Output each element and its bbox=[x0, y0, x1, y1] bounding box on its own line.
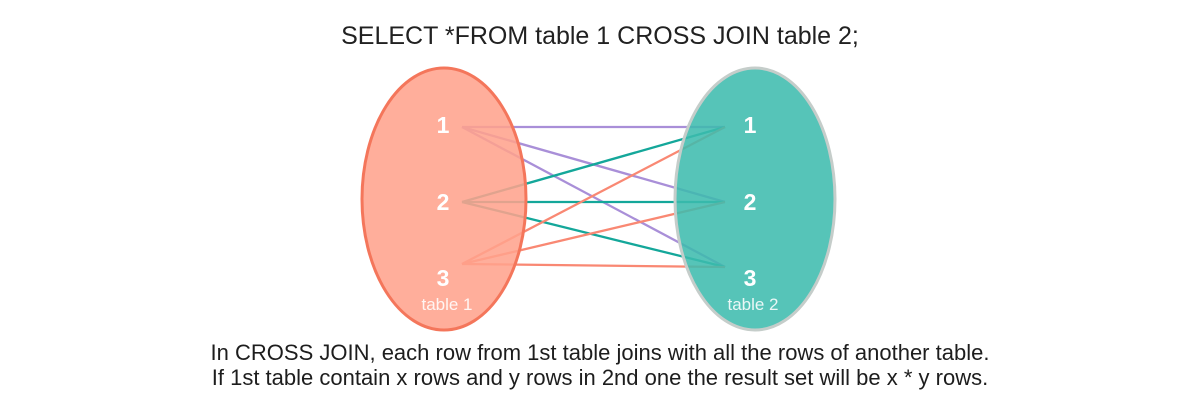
caption: In CROSS JOIN, each row from 1st table j… bbox=[0, 340, 1200, 390]
table2-row-2: 2 bbox=[744, 189, 757, 215]
table1-row-3: 3 bbox=[437, 265, 450, 291]
caption-line-1: In CROSS JOIN, each row from 1st table j… bbox=[210, 340, 990, 365]
join-diagram: 1 2 3 1 2 3 table 1 table 2 bbox=[360, 66, 837, 332]
table1-ellipse bbox=[360, 66, 528, 332]
table2-row-1: 1 bbox=[744, 112, 757, 138]
table1-row-1: 1 bbox=[437, 112, 450, 138]
table1-label: table 1 bbox=[421, 295, 472, 314]
caption-line-2: If 1st table contain x rows and y rows i… bbox=[211, 365, 989, 390]
table2-label: table 2 bbox=[727, 295, 778, 314]
table1-row-2: 2 bbox=[437, 189, 450, 215]
table2-row-3: 3 bbox=[744, 265, 757, 291]
table2-ellipse bbox=[673, 66, 837, 332]
sql-query-title: SELECT *FROM table 1 CROSS JOIN table 2; bbox=[341, 22, 859, 50]
